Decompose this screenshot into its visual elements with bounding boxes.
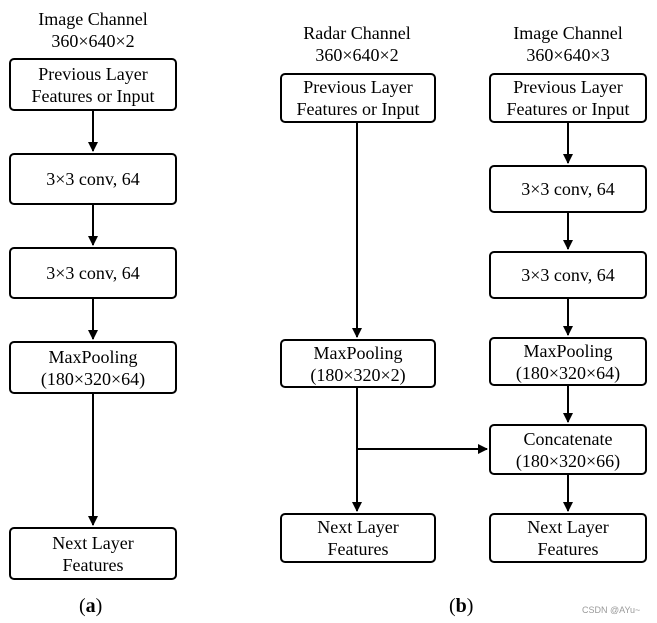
- panel-a-header-dims: 360×640×2: [51, 31, 135, 51]
- panel-a-maxpool-line1: MaxPooling: [48, 346, 138, 367]
- panel-b-image-maxpool-block: MaxPooling (180×320×64): [489, 337, 647, 386]
- panel-b-image-output-block: Next Layer Features: [489, 513, 647, 563]
- panel-b-radar-output-line2: Features: [327, 539, 389, 559]
- panel-b-image-input-line1: Previous Layer: [513, 77, 623, 97]
- panel-b-concatenate-block: Concatenate (180×320×66): [489, 424, 647, 475]
- panel-a-input-line2: Features or Input: [31, 85, 155, 106]
- panel-b-radar-maxpool-block: MaxPooling (180×320×2): [280, 339, 436, 388]
- panel-b-radar-output-block: Next Layer Features: [280, 513, 436, 563]
- panel-b-image-header-dims: 360×640×3: [526, 45, 610, 65]
- panel-b-label-close: ): [466, 595, 474, 617]
- panel-b-image-conv2-block: 3×3 conv, 64: [489, 251, 647, 299]
- panel-b-radar-input-block: Previous Layer Features or Input: [280, 73, 436, 123]
- panel-b-image-conv2-label: 3×3 conv, 64: [521, 265, 615, 285]
- panel-a-output-line2: Features: [62, 554, 124, 575]
- panel-b-radar-input-line2: Features or Input: [296, 99, 420, 119]
- panel-a-maxpool-line2: (180×320×64): [40, 368, 146, 389]
- panel-b-radar-header: Radar Channel 360×640×2: [277, 22, 437, 66]
- panel-a-input-block: Previous Layer Features or Input: [9, 58, 177, 111]
- panel-a-label-close: ): [95, 595, 103, 617]
- panel-b-radar-header-title: Radar Channel: [303, 23, 411, 43]
- panel-a-conv2-label: 3×3 conv, 64: [46, 263, 140, 283]
- panel-b-radar-input-line1: Previous Layer: [303, 77, 413, 97]
- panel-b-radar-header-dims: 360×640×2: [315, 45, 399, 65]
- panel-b-radar-maxpool-line2: (180×320×2): [310, 364, 406, 385]
- panel-b-image-header: Image Channel 360×640×3: [488, 22, 648, 66]
- panel-b-concatenate-line1: Concatenate: [523, 428, 613, 449]
- watermark: CSDN @AYu~: [582, 605, 641, 615]
- panel-b-image-input-block: Previous Layer Features or Input: [489, 73, 647, 123]
- panel-a-conv2-block: 3×3 conv, 64: [9, 247, 177, 299]
- panel-a-conv1-block: 3×3 conv, 64: [9, 153, 177, 205]
- panel-a-header-title: Image Channel: [38, 9, 148, 29]
- panel-b-image-maxpool-line2: (180×320×64): [515, 362, 621, 383]
- panel-a-output-line1: Next Layer: [52, 532, 134, 553]
- panel-a-conv1-label: 3×3 conv, 64: [46, 169, 140, 189]
- panel-a-label-letter: a: [85, 595, 96, 617]
- panel-b-radar-maxpool-line1: MaxPooling: [313, 342, 403, 363]
- panel-a-output-block: Next Layer Features: [9, 527, 177, 580]
- panel-a-maxpool-block: MaxPooling (180×320×64): [9, 341, 177, 394]
- panel-b-label-open: (: [449, 595, 456, 617]
- panel-a-header: Image Channel 360×640×2: [13, 8, 173, 52]
- panel-b-image-output-line1: Next Layer: [527, 517, 609, 537]
- panel-a-label: (a): [79, 594, 102, 618]
- panel-a-input-line1: Previous Layer: [38, 63, 148, 84]
- panel-b-image-output-line2: Features: [537, 539, 599, 559]
- panel-b-image-maxpool-line1: MaxPooling: [523, 340, 613, 361]
- panel-b-image-conv1-block: 3×3 conv, 64: [489, 165, 647, 213]
- panel-a-label-open: (: [79, 595, 86, 617]
- panel-b-label-letter: b: [455, 595, 467, 617]
- panel-b-concatenate-line2: (180×320×66): [515, 450, 621, 471]
- panel-b-image-conv1-label: 3×3 conv, 64: [521, 179, 615, 199]
- panel-b-radar-output-line1: Next Layer: [317, 517, 399, 537]
- panel-b-label: (b): [449, 594, 473, 618]
- panel-b-image-header-title: Image Channel: [513, 23, 623, 43]
- panel-b-image-input-line2: Features or Input: [506, 99, 630, 119]
